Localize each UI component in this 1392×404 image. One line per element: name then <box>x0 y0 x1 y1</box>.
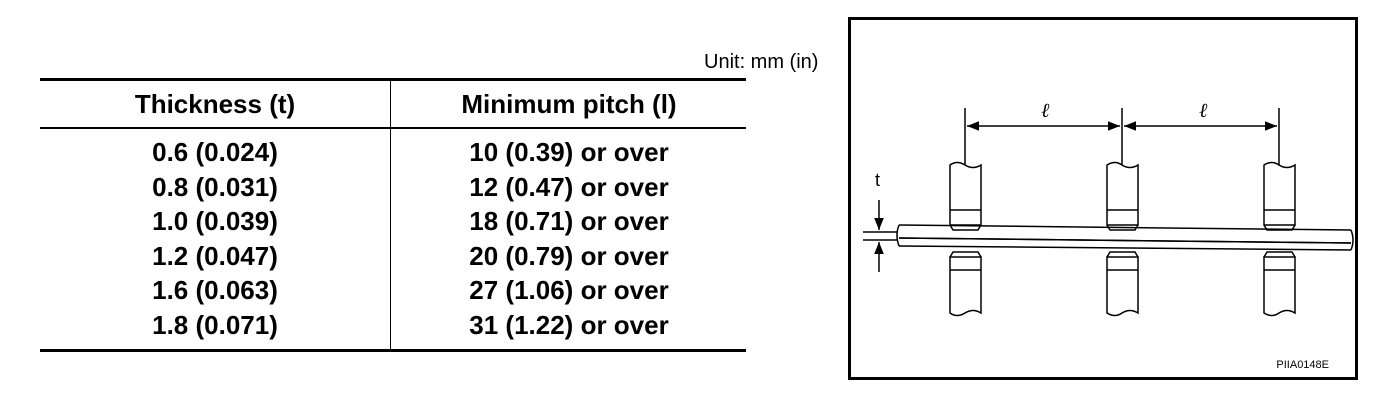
unit-label: Unit: mm (in) <box>704 51 819 73</box>
header-thickness: Thickness (t) <box>134 89 296 119</box>
thickness-cell: 1.2 (0.047) <box>152 240 278 271</box>
table-body: 0.6 (0.024) 10 (0.39) or over 0.8 (0.031… <box>40 135 746 343</box>
spot-weld-illustration: ℓ ℓ t <box>863 98 1354 317</box>
lower-electrode <box>1263 256 1296 317</box>
table-header: Thickness (t) Minimum pitch (l) <box>40 81 746 129</box>
pitch-cell: 10 (0.39) or over <box>469 137 669 167</box>
upper-electrode <box>949 161 982 226</box>
upper-electrode <box>1106 161 1139 226</box>
pitch-label: ℓ <box>1041 98 1050 122</box>
table-row: 0.6 (0.024) 10 (0.39) or over <box>40 135 746 170</box>
lower-electrode <box>949 256 982 317</box>
pitch-cell: 27 (1.06) or over <box>469 275 669 306</box>
pitch-cell: 31 (1.22) or over <box>469 309 669 340</box>
thickness-cell: 0.6 (0.024) <box>152 137 278 167</box>
thickness-cell: 1.0 (0.039) <box>152 206 278 237</box>
thickness-label: t <box>875 170 880 190</box>
column-divider <box>390 81 391 349</box>
lower-sheet <box>898 237 1352 251</box>
table-row: 1.2 (0.047) 20 (0.79) or over <box>40 239 746 274</box>
table-row: 1.8 (0.071) 31 (1.22) or over <box>40 308 746 343</box>
table-row: 1.6 (0.063) 27 (1.06) or over <box>40 273 746 308</box>
pitch-cell: 12 (0.47) or over <box>469 171 669 202</box>
lower-electrode <box>1106 256 1139 317</box>
thickness-cell: 1.6 (0.063) <box>152 275 278 306</box>
header-minimum-pitch: Minimum pitch (l) <box>461 89 677 119</box>
spot-weld-diagram: ℓ ℓ t PIIA0148E <box>848 17 1358 380</box>
pitch-cell: 18 (0.71) or over <box>469 206 669 237</box>
upper-electrode <box>1263 161 1296 226</box>
thickness-cell: 0.8 (0.031) <box>152 171 278 202</box>
thickness-cell: 1.8 (0.071) <box>152 309 278 340</box>
figure-code: PIIA0148E <box>1276 359 1329 371</box>
pitch-label: ℓ <box>1199 98 1208 122</box>
table-row: 1.0 (0.039) 18 (0.71) or over <box>40 204 746 239</box>
table-row: 0.8 (0.031) 12 (0.47) or over <box>40 170 746 205</box>
pitch-cell: 20 (0.79) or over <box>469 240 669 271</box>
spot-weld-pitch-table: Thickness (t) Minimum pitch (l) 0.6 (0.0… <box>40 78 746 352</box>
